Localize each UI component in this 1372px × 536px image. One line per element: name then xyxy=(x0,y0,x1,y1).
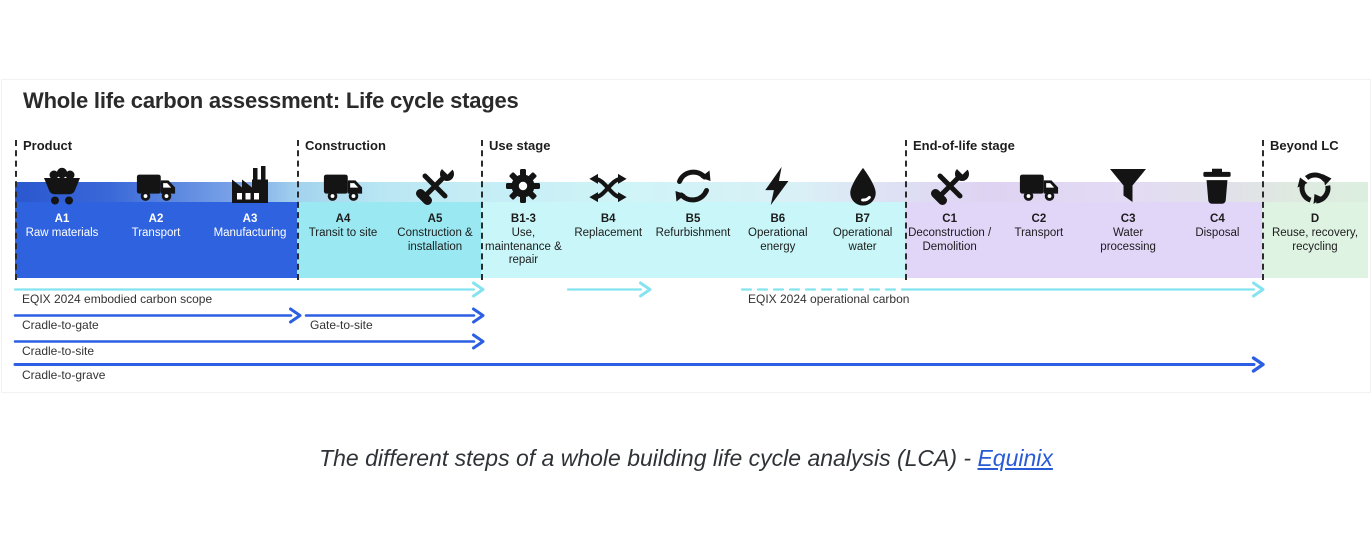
stage-label: Disposal xyxy=(1195,227,1240,239)
truck-icon xyxy=(134,158,178,208)
stage-code: A3 xyxy=(242,213,258,225)
stage-label: Manufacturing xyxy=(213,227,287,239)
scope-label-embodied: EQIX 2024 embodied carbon scope xyxy=(22,292,213,306)
scope-label-cradle-to-gate: Cradle-to-gate xyxy=(22,318,99,332)
shuffle-icon xyxy=(586,158,630,208)
stage-label: Water processing xyxy=(1100,227,1156,253)
section-label-beyond-lc: Beyond LC xyxy=(1270,138,1339,153)
stage-label: Operational energy xyxy=(748,227,808,253)
recycle-icon xyxy=(1292,158,1338,208)
section-label-use-stage: Use stage xyxy=(489,138,551,153)
stage-label: Construction & installation xyxy=(397,227,473,253)
stage-code: C1 xyxy=(942,213,957,225)
tools-icon xyxy=(413,158,457,208)
stage-label: Refurbishment xyxy=(655,227,731,239)
stage-code: B6 xyxy=(770,213,786,225)
scope-label-cradle-to-site: Cradle-to-site xyxy=(22,344,95,358)
trash-icon xyxy=(1197,158,1237,208)
truck-icon xyxy=(321,158,365,208)
stage-code: A1 xyxy=(54,213,70,225)
section-label-product: Product xyxy=(23,138,73,153)
scope-label-gate-to-site: Gate-to-site xyxy=(310,318,373,332)
section-label-construction: Construction xyxy=(305,138,386,153)
stage-code: C2 xyxy=(1031,213,1047,225)
stage-label: Use, maintenance & repair xyxy=(485,227,562,266)
separator-use-stage xyxy=(481,140,483,280)
factory-icon xyxy=(228,158,272,208)
stage-code: A2 xyxy=(148,213,164,225)
stage-code: B1-3 xyxy=(510,213,536,225)
stage-label: Raw materials xyxy=(25,227,99,239)
gear-icon xyxy=(501,158,545,208)
drop-icon xyxy=(843,158,883,208)
refresh-icon xyxy=(670,158,716,208)
tools-icon xyxy=(928,158,972,208)
figure-title: Whole life carbon assessment: Life cycle… xyxy=(23,88,519,113)
stage-code: C4 xyxy=(1210,213,1225,225)
separator-end-of-life xyxy=(905,140,907,280)
stage-label: Replacement xyxy=(574,227,643,239)
stage-label: Reuse, recovery, recycling xyxy=(1271,227,1359,253)
caption: The different steps of a whole building … xyxy=(0,445,1372,472)
caption-text: The different steps of a whole building … xyxy=(319,445,978,471)
stage-label: Transit to site xyxy=(308,227,378,239)
equinix-link[interactable]: Equinix xyxy=(977,445,1053,471)
truck-icon xyxy=(1017,158,1061,208)
stage-code: C3 xyxy=(1120,213,1136,225)
separator-beyond-lc xyxy=(1262,140,1264,280)
stage-code: A4 xyxy=(335,213,351,225)
stage-code: D xyxy=(1310,213,1320,225)
separator-product xyxy=(15,140,17,280)
funnel-icon xyxy=(1106,158,1150,208)
scope-label-operational: EQIX 2024 operational carbon xyxy=(748,292,910,306)
stage-label: Operational water xyxy=(832,227,893,253)
bolt-icon xyxy=(758,158,798,208)
separator-construction xyxy=(297,140,299,280)
minecart-icon xyxy=(40,158,84,208)
stages-beyond-lc: D Reuse, recovery, recycling xyxy=(1262,158,1368,276)
stage-code: A5 xyxy=(427,213,443,225)
stage-code: B7 xyxy=(855,213,870,225)
stage-d: D Reuse, recovery, recycling xyxy=(1262,158,1368,276)
stage-label: Transport xyxy=(1014,227,1064,239)
stage-label: Deconstruction / Demolition xyxy=(908,227,992,253)
stage-label: Transport xyxy=(131,227,181,239)
stage-code: B4 xyxy=(600,213,616,225)
stage-code: B5 xyxy=(685,213,701,225)
scope-label-cradle-to-grave: Cradle-to-grave xyxy=(22,368,106,382)
section-label-end-of-life: End-of-life stage xyxy=(913,138,1015,153)
